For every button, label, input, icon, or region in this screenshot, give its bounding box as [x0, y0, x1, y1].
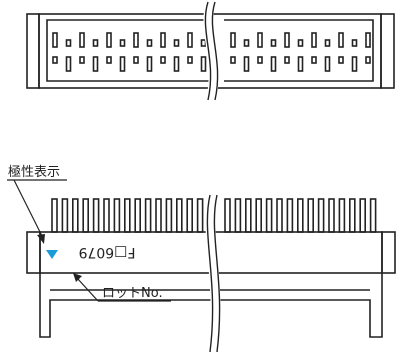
top-pin-upper	[200, 39, 207, 47]
top-inner-frame-right	[224, 19, 374, 82]
top-pin-lower	[230, 56, 236, 64]
top-pin-lower	[243, 56, 250, 72]
bottom-break-line	[205, 193, 221, 352]
top-pin-upper	[160, 32, 166, 48]
top-pin-lower	[119, 56, 126, 72]
bottom-pin	[245, 198, 252, 233]
lot-label: ロットNo.	[102, 286, 163, 301]
bottom-pin	[276, 198, 283, 233]
top-pin-upper	[92, 39, 99, 47]
bottom-pin	[265, 198, 273, 233]
top-pin-lower	[351, 56, 358, 72]
bottom-pin	[348, 198, 356, 233]
bottom-pin	[369, 198, 377, 233]
bottom-pin	[51, 198, 58, 233]
top-pin-lower	[133, 56, 139, 64]
polarity-label: 極性表示	[8, 164, 60, 180]
bottom-pin	[186, 198, 193, 233]
bottom-right-flange	[381, 231, 396, 274]
lot-leader	[76, 277, 99, 302]
bottom-pin	[103, 198, 110, 233]
polarity-leader-arrow	[37, 234, 45, 244]
bottom-pin	[134, 198, 141, 233]
top-pin-lower	[79, 56, 85, 64]
top-pin-lower	[284, 56, 290, 64]
bottom-pin	[124, 198, 131, 233]
top-inner-frame-left	[46, 19, 211, 82]
top-pin-upper	[119, 39, 126, 47]
bottom-pin	[113, 198, 121, 233]
top-pin-lower	[52, 56, 58, 64]
top-pin-upper	[324, 39, 331, 47]
top-break-line	[203, 0, 219, 102]
top-pin-upper	[65, 39, 72, 47]
bottom-pin	[296, 198, 304, 233]
bottom-left-flange	[26, 231, 41, 274]
bottom-lower-body	[39, 273, 383, 338]
bottom-pin	[144, 198, 152, 233]
lot-leader-arrow	[73, 273, 82, 282]
top-pin-upper	[52, 32, 58, 48]
bottom-pin	[155, 198, 162, 233]
top-pin-upper	[146, 39, 153, 47]
top-pin-lower	[200, 56, 207, 72]
bottom-pin	[307, 198, 315, 233]
bottom-pin	[72, 198, 79, 233]
top-pin-upper	[79, 32, 85, 48]
part-marking: F□6079	[79, 244, 136, 260]
top-pin-lower	[324, 56, 331, 72]
bottom-pin	[196, 198, 204, 233]
top-pin-lower	[92, 56, 99, 72]
top-pin-upper	[133, 32, 139, 48]
bottom-pin	[234, 198, 242, 233]
top-view	[26, 13, 395, 89]
bottom-pin	[359, 198, 367, 233]
bottom-pin	[338, 198, 346, 233]
bottom-pin	[224, 198, 231, 233]
bottom-pin	[328, 198, 335, 233]
top-pin-lower	[257, 56, 263, 64]
bottom-pin	[82, 198, 89, 233]
top-pin-upper	[243, 39, 250, 47]
top-pin-lower	[160, 56, 166, 64]
top-pin-lower	[297, 56, 304, 72]
top-pin-lower	[173, 56, 180, 72]
top-pin-lower	[65, 56, 72, 72]
top-pin-lower	[270, 56, 277, 72]
top-pin-upper	[297, 39, 304, 47]
polarity-leader	[13, 179, 45, 241]
bottom-pin	[317, 198, 325, 233]
top-right-flange	[380, 13, 395, 89]
bottom-pin	[61, 198, 69, 233]
top-pin-upper	[270, 39, 277, 47]
top-left-flange	[26, 13, 40, 89]
top-pin-upper	[365, 32, 371, 48]
top-pin-lower	[365, 56, 371, 64]
top-pin-lower	[187, 56, 193, 64]
bottom-pin	[165, 198, 173, 233]
top-pin-row	[52, 32, 371, 72]
top-pin-upper	[311, 32, 317, 48]
bottom-pin	[286, 198, 294, 233]
top-pin-upper	[351, 39, 358, 47]
top-pin-upper	[106, 32, 112, 48]
top-pin-upper	[230, 32, 236, 48]
top-pin-lower	[146, 56, 153, 72]
bottom-pin	[92, 198, 100, 233]
top-pin-upper	[257, 32, 263, 48]
polarity-marker	[46, 250, 58, 259]
top-pin-lower	[311, 56, 317, 64]
top-pin-upper	[173, 39, 180, 47]
top-pin-upper	[187, 32, 193, 48]
top-pin-lower	[106, 56, 112, 64]
top-pin-upper	[284, 32, 290, 48]
top-pin-upper	[338, 32, 344, 48]
top-pin-lower	[338, 56, 344, 64]
bottom-pin	[255, 198, 263, 233]
bottom-pin	[176, 198, 183, 233]
